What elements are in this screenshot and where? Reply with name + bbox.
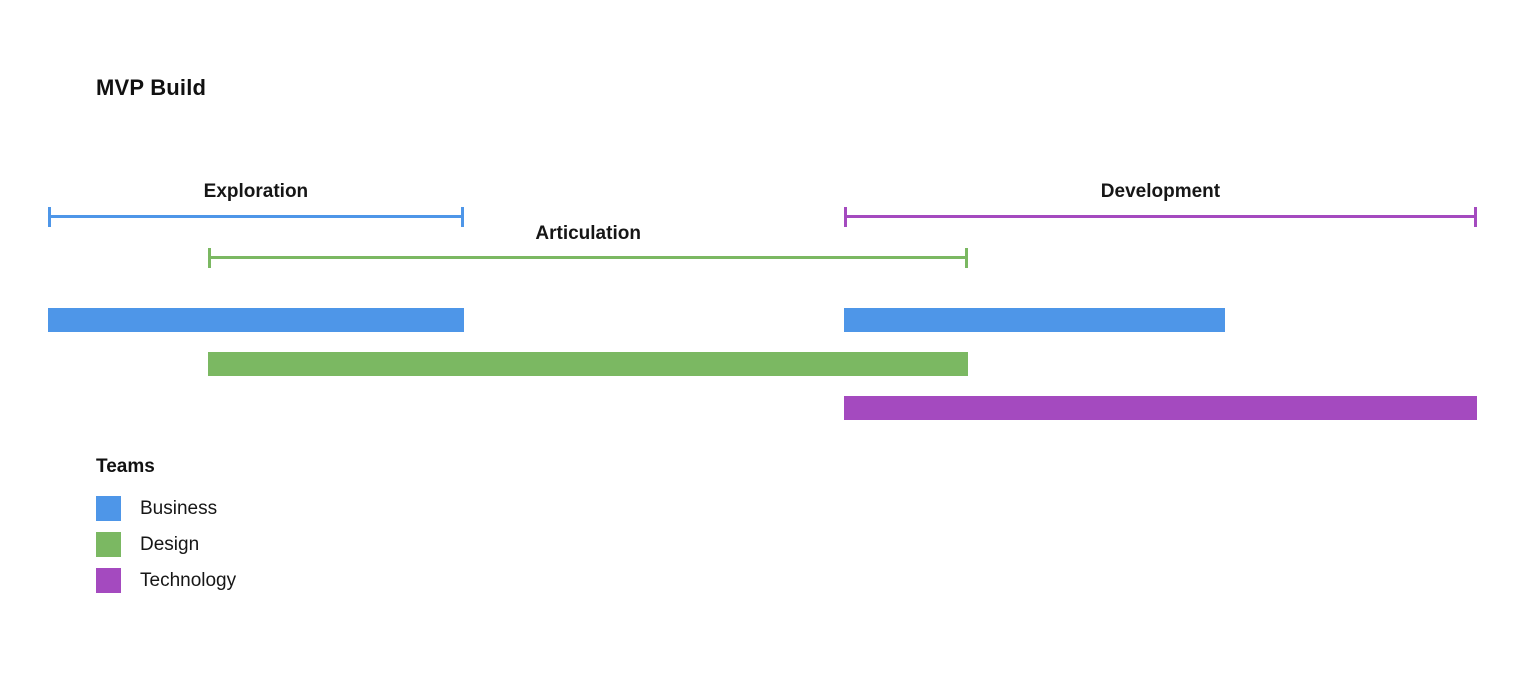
bar-design-articulation — [208, 352, 969, 376]
phase-range-start-tick — [208, 248, 212, 268]
legend-label-business: Business — [140, 497, 218, 519]
phase-range-start-tick — [843, 207, 847, 227]
phase-range-end-tick — [1473, 207, 1477, 227]
legend-item-technology: Technology — [96, 568, 236, 593]
bar-business-exploration — [48, 308, 464, 332]
legend-swatch-technology — [96, 568, 121, 593]
legend-title: Teams — [96, 456, 155, 477]
phase-label-exploration: Exploration — [203, 181, 309, 202]
legend-swatch-business — [96, 496, 121, 521]
phase-range-line — [208, 256, 969, 259]
phase-range-start-tick — [48, 207, 51, 227]
phase-label-articulation: Articulation — [535, 223, 641, 244]
legend-swatch-design — [96, 532, 121, 557]
legend-label-design: Design — [140, 533, 200, 555]
phase-label-development: Development — [1100, 181, 1221, 202]
legend-label-technology: Technology — [140, 569, 237, 591]
legend-item-business: Business — [96, 496, 236, 521]
chart-title: MVP Build — [96, 75, 207, 100]
phase-range-end-tick — [965, 248, 969, 268]
bar-technology-development — [843, 396, 1477, 420]
phase-range-line — [48, 215, 464, 218]
legend-item-design: Design — [96, 532, 236, 557]
phase-range-end-tick — [460, 207, 464, 227]
bar-business-development — [843, 308, 1226, 332]
phase-range-line — [843, 215, 1477, 218]
